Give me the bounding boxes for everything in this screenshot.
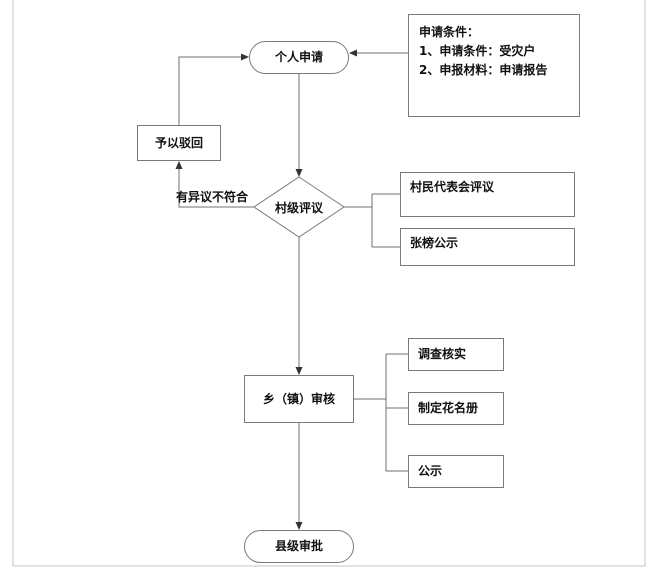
village-review-diamond [253, 176, 345, 238]
edge-label-objection: 有异议不符合 [176, 190, 249, 204]
arrowhead-down-icon [295, 169, 303, 177]
node-investigation: 调查核实 [408, 338, 504, 371]
node-village-review-label: 村级评议 [274, 200, 323, 215]
arrowhead-down-icon [295, 367, 303, 375]
node-roster: 制定花名册 [408, 392, 504, 425]
arrowhead-left-icon [349, 49, 357, 57]
edge-township-to-right-boxes [354, 353, 408, 472]
arrowhead-down-icon [295, 522, 303, 530]
conditions-item-2: 2、申报材料：申请报告 [419, 63, 548, 77]
edge-review-to-right-boxes [344, 193, 400, 248]
conditions-note-box: 申请条件： 1、申请条件：受灾户 2、申报材料：申请报告 [408, 14, 580, 117]
edge-review-to-reject [178, 168, 254, 208]
node-reject: 予以驳回 [137, 125, 221, 161]
conditions-item-1: 1、申请条件：受灾户 [419, 44, 536, 58]
frame-border [12, 0, 646, 567]
node-villager-meeting-review: 村民代表会评议 [400, 172, 575, 217]
node-township-audit: 乡（镇）审核 [244, 375, 354, 423]
edge-reject-to-application [178, 56, 242, 125]
node-county-approval: 县级审批 [244, 530, 354, 563]
conditions-title: 申请条件： [419, 25, 480, 39]
node-personal-application: 个人申请 [249, 41, 349, 74]
node-posting-notice: 张榜公示 [400, 228, 575, 266]
arrowhead-up-icon [175, 161, 183, 169]
node-notice: 公示 [408, 455, 504, 488]
arrowhead-right-icon [241, 53, 249, 61]
